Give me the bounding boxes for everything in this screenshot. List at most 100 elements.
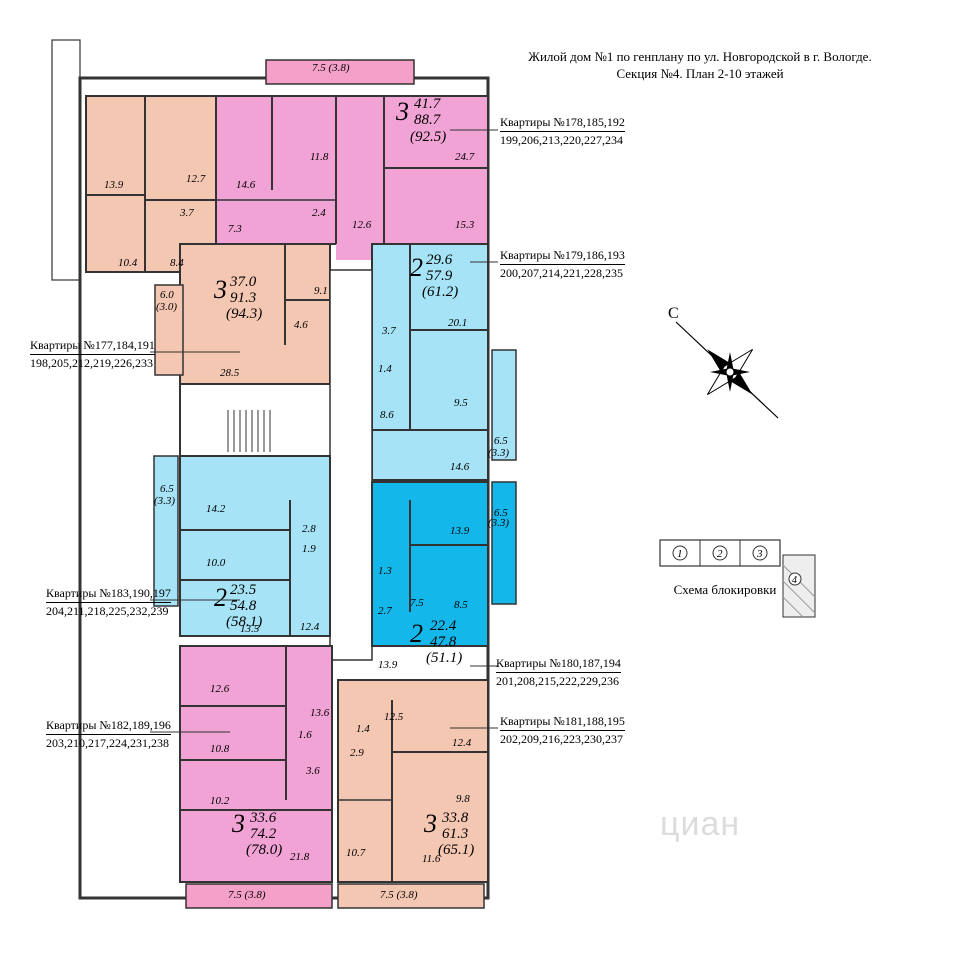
north-letter: С (668, 305, 679, 322)
room-area: 3.6 (305, 765, 320, 777)
svg-text:3: 3 (395, 97, 409, 126)
room-area: 1.4 (356, 723, 370, 735)
svg-text:3: 3 (213, 275, 227, 304)
room-area: 9.1 (314, 285, 328, 297)
room-area: 6.5 (494, 507, 508, 519)
room-area: 8.5 (454, 599, 468, 611)
summary-179: 2 29.6 57.9 (61.2) (410, 252, 458, 300)
room-area: 7.5 (3.8) (228, 889, 266, 901)
plan-title-line2: Секция №4. План 2-10 этажей (616, 66, 784, 81)
section-2: 2 (717, 548, 723, 560)
room-area: 2.4 (312, 207, 326, 219)
room-area: 11.8 (310, 151, 329, 163)
svg-text:2: 2 (410, 619, 423, 648)
room-area: 1.3 (378, 565, 392, 577)
apartment-181 (337, 679, 489, 909)
room-area: 12.4 (452, 737, 472, 749)
balcony-179 (491, 349, 517, 461)
svg-text:47.8: 47.8 (430, 634, 457, 650)
room-area: 12.6 (352, 219, 372, 231)
balcony-183 (153, 455, 179, 607)
room-area: 7.5 (410, 597, 424, 609)
svg-text:(65.1): (65.1) (438, 842, 474, 858)
svg-text:3: 3 (231, 809, 245, 838)
svg-text:61.3: 61.3 (442, 826, 468, 842)
svg-text:(61.2): (61.2) (422, 284, 458, 300)
room-area: 2.8 (302, 523, 316, 535)
svg-text:88.7: 88.7 (414, 112, 442, 128)
apartment-183 (153, 455, 331, 637)
room-area: 6.0 (160, 289, 174, 301)
room-area: 10.7 (346, 847, 366, 859)
room-area: 20.1 (448, 317, 467, 329)
room-area: 24.7 (455, 151, 475, 163)
room-area: 12.5 (384, 711, 404, 723)
svg-text:2: 2 (214, 583, 227, 612)
summary-177: 3 37.0 91.3 (94.3) (213, 274, 262, 322)
room-area: 12.4 (300, 621, 320, 633)
room-area: 10.2 (210, 795, 230, 807)
svg-text:74.2: 74.2 (250, 826, 277, 842)
room-area: 1.6 (298, 729, 312, 741)
plan-title: Жилой дом №1 по генплану по ул. Новгород… (480, 48, 920, 82)
room-area: 21.8 (290, 851, 310, 863)
apartment-179 (371, 243, 517, 481)
svg-text:33.6: 33.6 (249, 810, 277, 826)
svg-text:33.8: 33.8 (441, 810, 469, 826)
svg-text:23.5: 23.5 (230, 582, 257, 598)
compass-rose-icon: С (668, 305, 779, 419)
balcony-180 (491, 481, 517, 605)
room-area: 7.5 (3.8) (380, 889, 418, 901)
blocking-scheme-caption: Схема блокировки (673, 582, 777, 597)
room-area: 3.7 (179, 207, 194, 219)
room-area: (3.3) (488, 447, 509, 459)
summary-182: 3 33.6 74.2 (78.0) (231, 809, 282, 858)
room-area: 14.2 (206, 503, 226, 515)
plan-title-line1: Жилой дом №1 по генплану по ул. Новгород… (528, 49, 872, 64)
room-area: (3.3) (488, 517, 509, 529)
room-area: 13.5 (240, 623, 260, 635)
room-area: 28.5 (220, 367, 240, 379)
svg-text:3: 3 (423, 809, 437, 838)
stair-core (179, 269, 373, 661)
room-area: 13.9 (378, 659, 398, 671)
summary-180: 2 22.4 47.8 (51.1) (410, 618, 462, 666)
svg-text:(78.0): (78.0) (246, 842, 282, 858)
room-area: 12.6 (210, 683, 230, 695)
room-area: 2.7 (378, 605, 392, 617)
room-area: 10.8 (210, 743, 230, 755)
svg-text:54.8: 54.8 (230, 598, 257, 614)
room-area: 13.6 (310, 707, 330, 719)
blocking-scheme: 1 2 3 4 (659, 539, 816, 618)
room-area: 3.7 (381, 325, 396, 337)
apartment-182 (179, 645, 333, 909)
watermark: циан (660, 805, 741, 843)
room-area: (3.0) (156, 301, 177, 313)
svg-text:(92.5): (92.5) (410, 129, 446, 145)
balcony-181 (337, 883, 485, 909)
room-area: 6.5 (494, 435, 508, 447)
svg-text:22.4: 22.4 (430, 618, 457, 634)
room-area: 7.3 (228, 223, 242, 235)
summary-183: 2 23.5 54.8 (58.1) (214, 582, 262, 630)
room-area: 4.6 (294, 319, 308, 331)
room-area: 14.6 (236, 179, 256, 191)
svg-text:41.7: 41.7 (414, 96, 442, 112)
svg-text:91.3: 91.3 (230, 290, 256, 306)
room-area: 14.6 (450, 461, 470, 473)
room-area: 2.9 (350, 747, 364, 759)
room-area: 6.5 (160, 483, 174, 495)
room-area: 13.9 (104, 179, 124, 191)
svg-text:57.9: 57.9 (426, 268, 453, 284)
room-area: 8.4 (170, 257, 184, 269)
balcony-182 (185, 883, 333, 909)
balcony-top (265, 59, 415, 85)
room-area: 15.3 (455, 219, 475, 231)
summary-178: 3 41.7 88.7 (92.5) (395, 96, 446, 145)
room-area: 11.6 (422, 853, 441, 865)
room-area: 1.9 (302, 543, 316, 555)
